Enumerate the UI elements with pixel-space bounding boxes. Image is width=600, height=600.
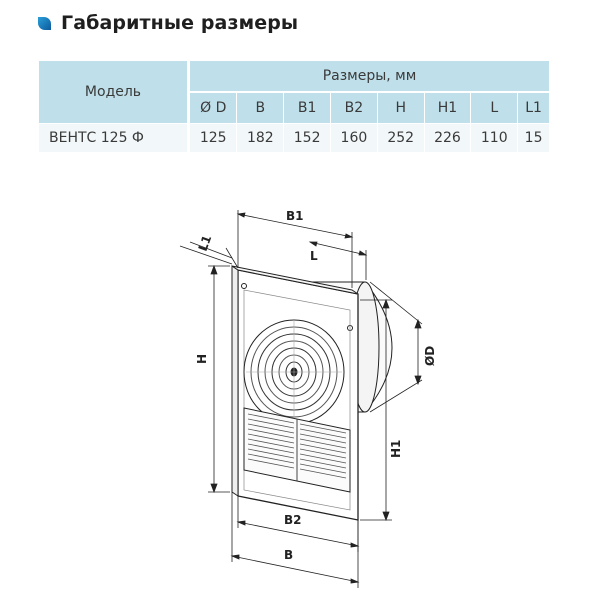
label-l: L — [310, 249, 318, 263]
value-cell-l1: 15 — [517, 123, 550, 153]
value-cell-l: 110 — [470, 123, 519, 153]
label-b1: B1 — [286, 209, 304, 223]
label-d: ØD — [423, 346, 437, 366]
value-cell-d: 125 — [187, 123, 238, 153]
dimension-lines — [179, 210, 423, 588]
louvre-grille — [243, 407, 351, 493]
label-l1: L1 — [196, 233, 215, 253]
value-cell-h: 252 — [376, 123, 425, 153]
model-column-header: Модель — [38, 60, 190, 124]
value-cell-b: 182 — [236, 123, 285, 153]
table-row: ВЕНТС 125 Ф 125 182 152 160 252 226 110 … — [38, 123, 550, 153]
sizes-column-header: Размеры, мм — [188, 60, 550, 93]
label-b: B — [284, 548, 293, 562]
bullet-leaf-icon — [38, 16, 51, 30]
value-cell-b1: 152 — [283, 123, 332, 153]
label-b2: B2 — [284, 513, 302, 527]
col-header-l: L — [470, 91, 519, 124]
col-header-l1: L1 — [517, 91, 550, 124]
section-heading: Габаритные размеры — [38, 12, 298, 34]
value-cell-h1: 226 — [423, 123, 472, 153]
dimensions-table: Модель Размеры, мм Ø D B B1 B2 H H1 L L1… — [38, 60, 550, 153]
label-h1: H1 — [389, 440, 403, 458]
col-header-b: B — [236, 91, 285, 124]
col-header-b1: B1 — [283, 91, 332, 124]
fan-dimension-drawing: B1 L L1 H ØD H1 B2 B — [179, 209, 437, 588]
col-header-h1: H1 — [423, 91, 472, 124]
value-cell-b2: 160 — [330, 123, 378, 153]
section-title: Габаритные размеры — [61, 12, 299, 34]
label-h: H — [195, 354, 209, 364]
col-header-h: H — [376, 91, 425, 124]
model-cell: ВЕНТС 125 Ф — [38, 123, 190, 153]
col-header-b2: B2 — [330, 91, 378, 124]
round-grille — [243, 319, 345, 426]
col-header-d: Ø D — [187, 91, 238, 124]
